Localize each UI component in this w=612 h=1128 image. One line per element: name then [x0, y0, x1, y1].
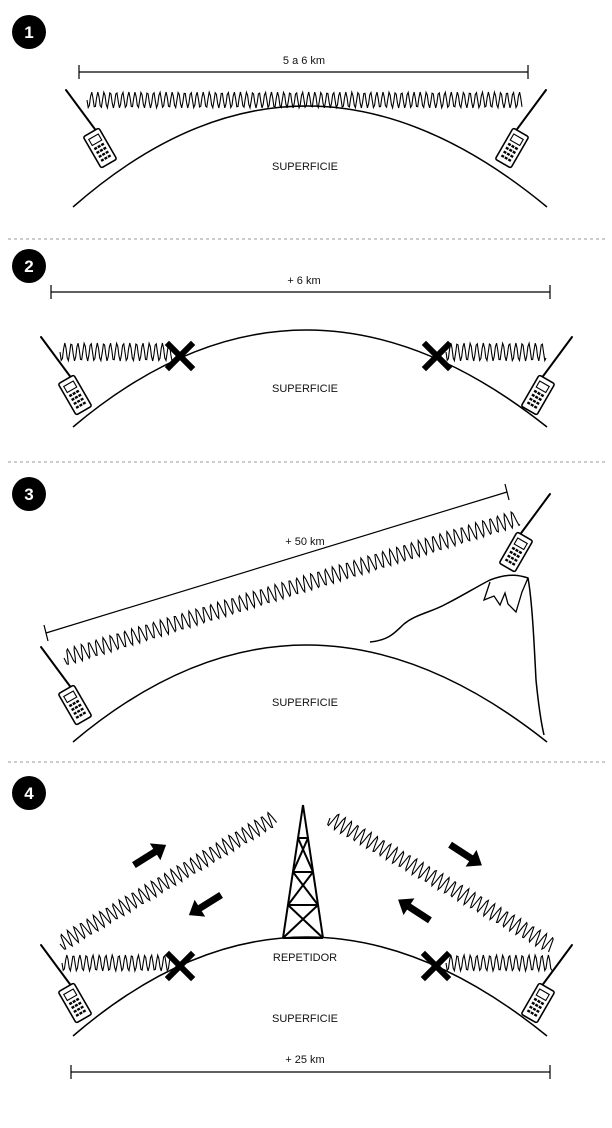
signal-wave: [59, 811, 554, 974]
distance-label: + 25 km: [285, 1054, 324, 1066]
distance-dimension-line: [78, 65, 529, 79]
step-badge: 2: [12, 249, 46, 283]
distance-label: + 6 km: [287, 275, 320, 287]
panel-1: 1 5 a 6 km SUPERFICIE: [12, 15, 548, 208]
arrow-icon: [392, 891, 436, 929]
blocked-x-icon: [169, 345, 191, 367]
distance-dimension-line: [70, 1065, 551, 1079]
step-badge: 1: [12, 15, 46, 49]
distance-label: 5 a 6 km: [283, 55, 325, 67]
walkie-talkie-icon: [498, 493, 551, 574]
surface-label: SUPERFICIE: [272, 383, 338, 395]
surface-label: SUPERFICIE: [272, 161, 338, 173]
mountain-snow-line: [482, 577, 529, 614]
earth-surface-curve: [72, 105, 548, 208]
repeater-tower-icon: [282, 804, 324, 939]
blocked-x-icon: [425, 955, 447, 977]
arrow-icon: [128, 836, 172, 874]
step-badge: 3: [12, 477, 46, 511]
signal-wave: [59, 341, 547, 363]
signal-wave: [86, 90, 523, 110]
surface-label: SUPERFICIE: [272, 1013, 338, 1025]
earth-surface-curve: [72, 329, 548, 428]
arrow-icon: [183, 886, 227, 924]
step-number: 2: [24, 257, 33, 276]
step-number: 4: [24, 784, 34, 803]
arrow-icon: [444, 836, 488, 874]
panel-4: 4 REPETIDOR SUPERFICIE + 25 km: [12, 776, 573, 1079]
walkie-talkie-icon: [40, 646, 93, 727]
surface-label: SUPERFICIE: [272, 697, 338, 709]
step-number: 1: [24, 23, 33, 42]
step-badge: 4: [12, 776, 46, 810]
blocked-x-icon: [169, 955, 191, 977]
distance-dimension-line: [50, 285, 551, 299]
earth-surface-curve: [72, 644, 548, 743]
walkie-talkie-icon: [65, 89, 118, 170]
panel-3: 3 + 50 km SUPERFICIE: [12, 477, 551, 743]
mountain-outline: [369, 574, 545, 736]
repeater-label: REPETIDOR: [273, 952, 337, 964]
walkie-talkie-icon: [520, 336, 573, 417]
distance-label: + 50 km: [285, 536, 324, 548]
panel-2: 2 + 6 km SUPERFICIE: [12, 249, 573, 428]
step-number: 3: [24, 485, 33, 504]
distance-dimension-line: [43, 483, 510, 642]
signal-wave: [63, 510, 521, 665]
